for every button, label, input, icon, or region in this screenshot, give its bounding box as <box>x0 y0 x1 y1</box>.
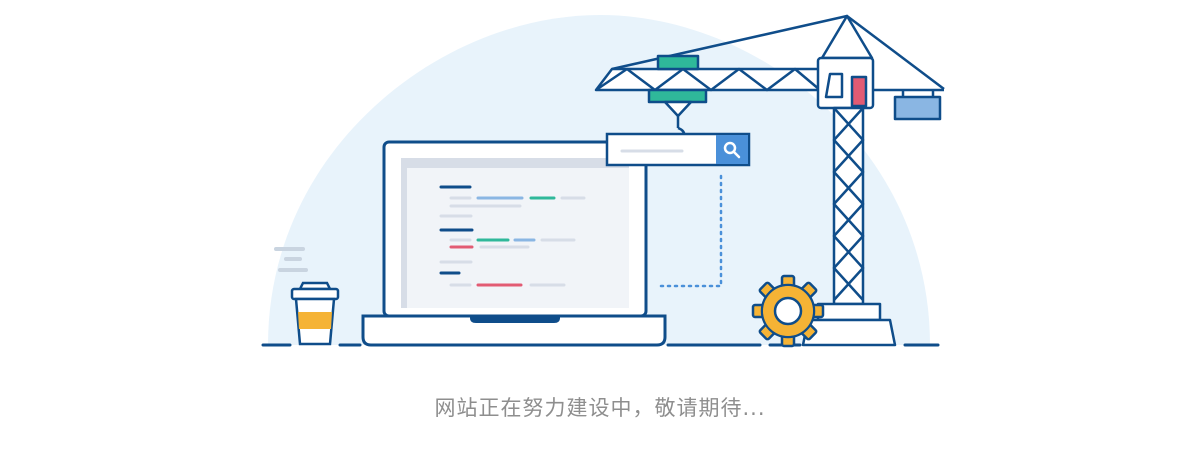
crane-icon <box>594 14 945 347</box>
coffee-cup-icon <box>274 247 340 346</box>
search-bar-icon <box>605 132 751 167</box>
dotted-connector <box>655 174 723 288</box>
under-construction-message: 网站正在努力建设中，敬请期待... <box>434 396 766 420</box>
search-icon <box>723 141 741 159</box>
gear-icon <box>751 274 825 348</box>
laptop-icon <box>361 140 667 347</box>
